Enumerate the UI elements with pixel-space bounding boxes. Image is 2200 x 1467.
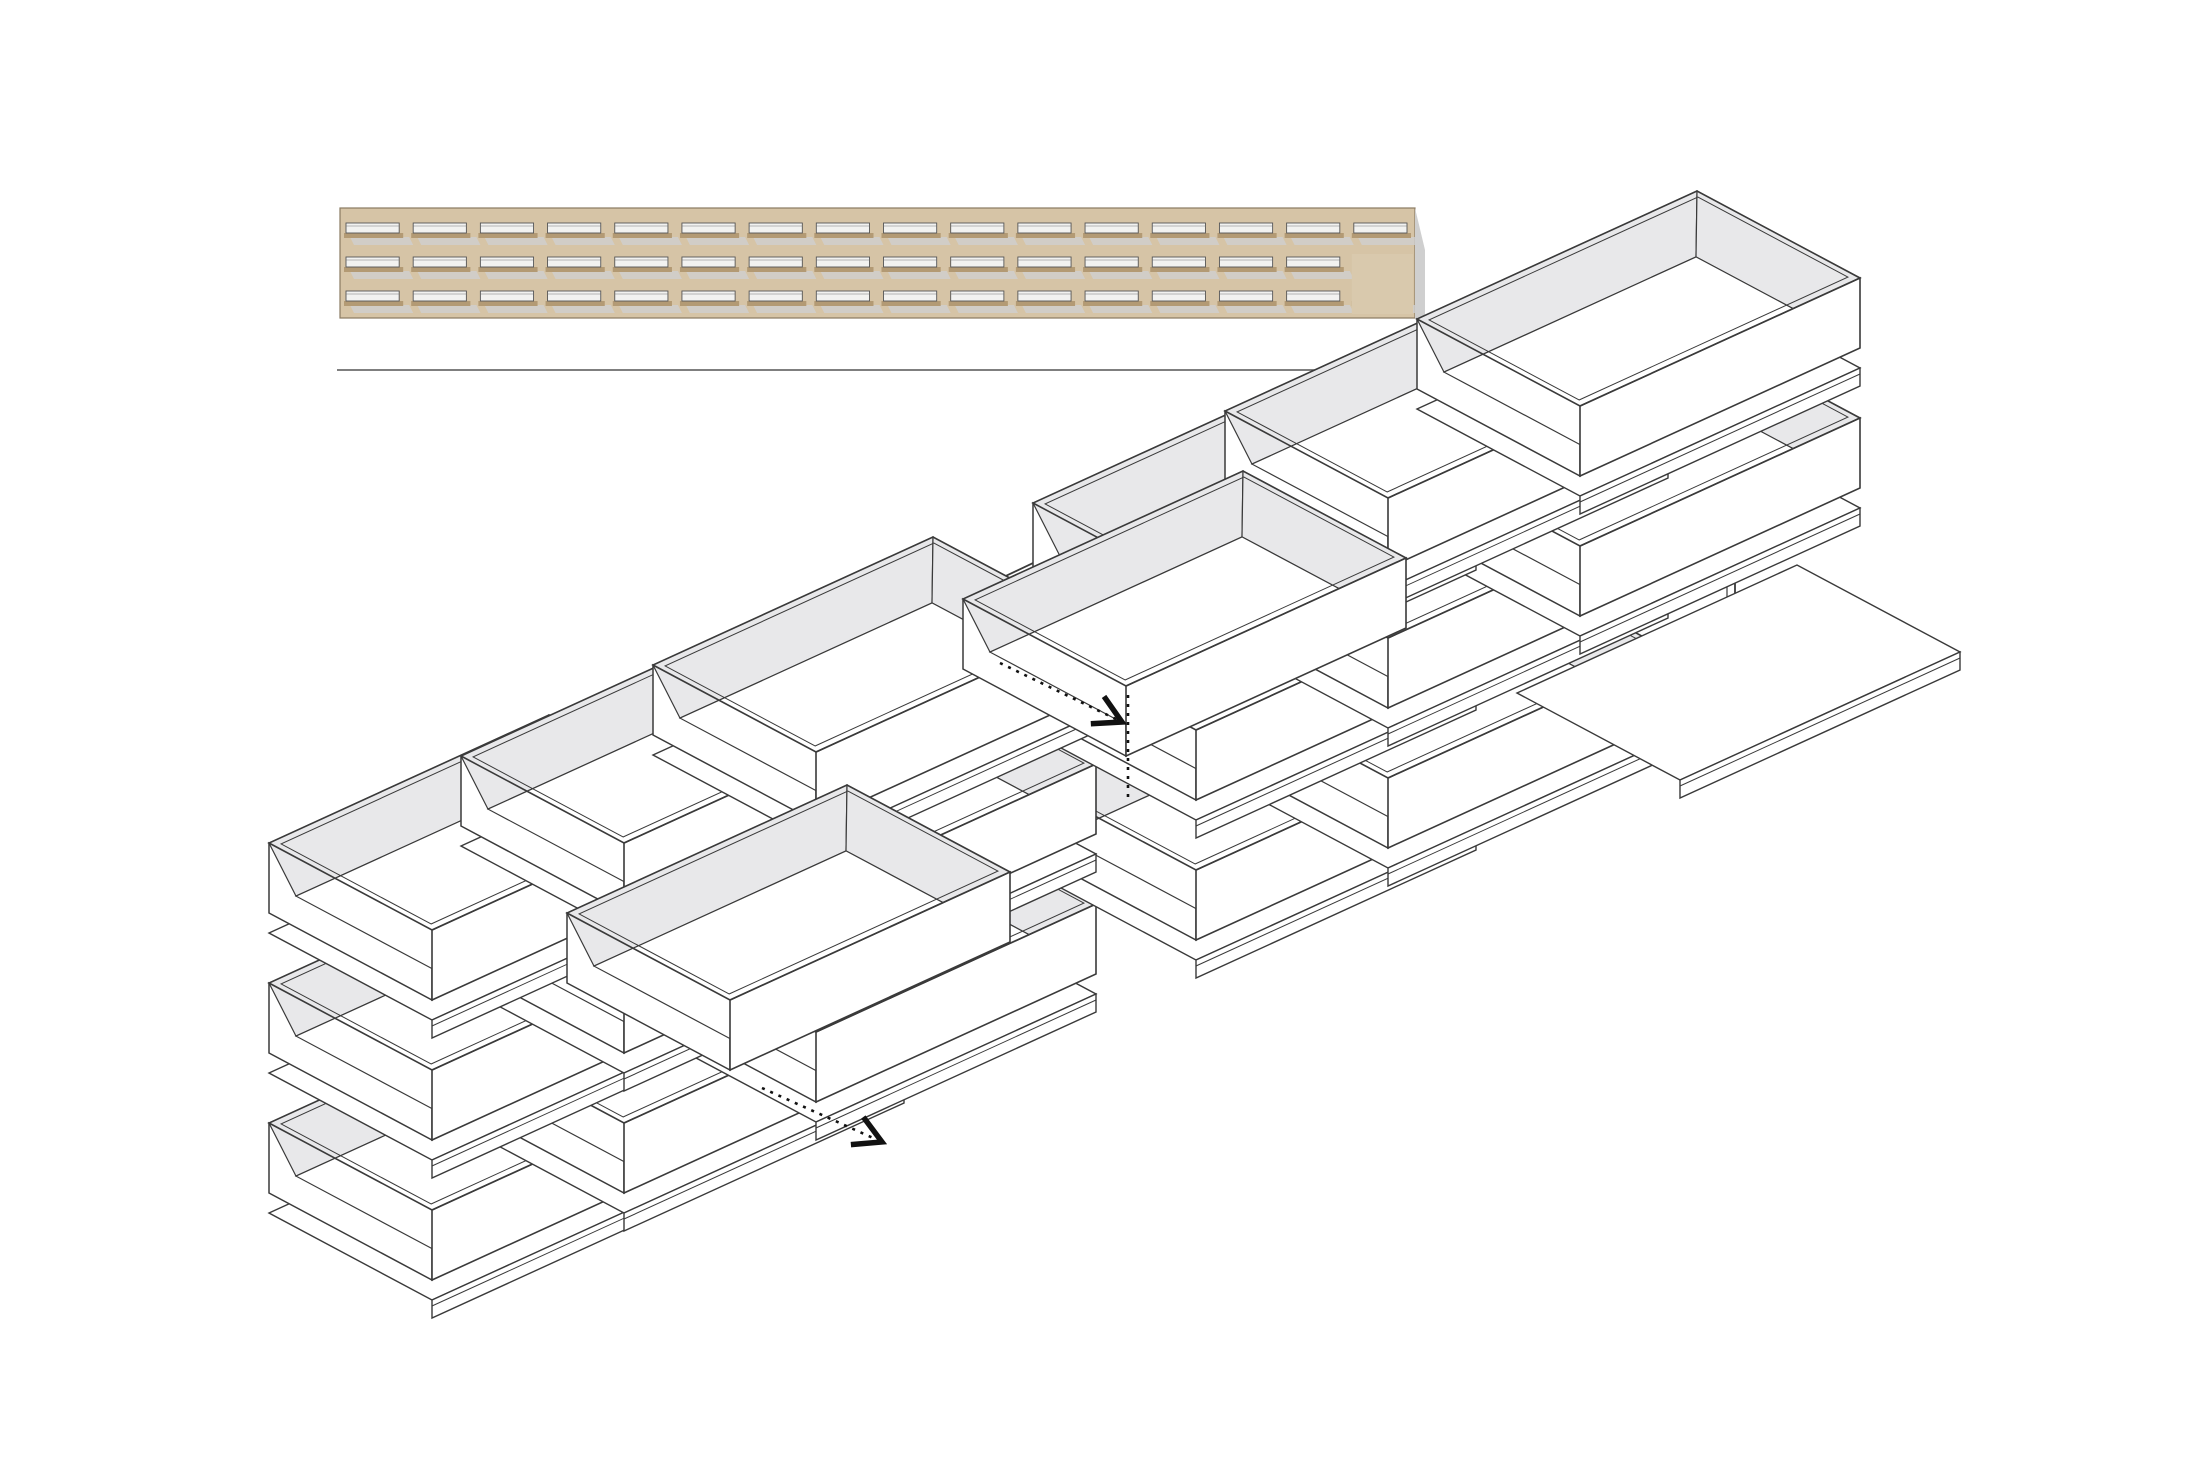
elevation-drawer	[679, 222, 750, 245]
elevation-drawer	[344, 256, 414, 279]
elevation-drawer	[881, 256, 951, 279]
elevation-drawer	[1217, 222, 1287, 245]
elevation-drawer	[1083, 290, 1153, 313]
elevation-drawer	[948, 290, 1018, 313]
elevation-drawer	[1351, 222, 1421, 245]
elevation-drawer	[478, 222, 548, 245]
elevation-drawer	[411, 290, 481, 313]
elevation-niche	[1351, 254, 1413, 314]
elevation-drawer	[1150, 256, 1220, 279]
elevation-drawer	[814, 256, 884, 279]
elevation-drawer	[612, 222, 682, 245]
elevation-drawer	[1150, 222, 1220, 245]
arrows	[761, 661, 1130, 1148]
elevation-shadow	[1415, 208, 1425, 330]
elevation-drawer	[1217, 290, 1287, 313]
elevation-drawer	[545, 256, 615, 279]
elevation-drawer	[1284, 222, 1354, 245]
elevation-drawer	[344, 222, 414, 245]
elevation-drawer	[411, 256, 481, 279]
elevation-drawer	[814, 290, 884, 313]
empty-shelf-right	[1515, 564, 1962, 800]
elevation-drawer	[679, 290, 750, 313]
elevation-drawer	[612, 256, 682, 279]
elevation-drawer	[478, 290, 548, 313]
pulled-out-drawer-lower[interactable]	[565, 784, 1012, 1072]
elevation-drawer	[545, 222, 615, 245]
elevation-strip	[339, 207, 1425, 330]
elevation-drawer	[679, 256, 750, 279]
dotted-arrow-icon	[761, 1086, 888, 1148]
drawer-grid	[267, 190, 1962, 1320]
elevation-drawer	[747, 256, 817, 279]
elevation-drawer	[747, 290, 817, 313]
elevation-drawer	[1083, 222, 1153, 245]
pulled-out-drawer-upper[interactable]	[961, 470, 1408, 758]
drawer-c6-r1[interactable]	[1415, 190, 1862, 478]
elevation-drawer	[411, 222, 481, 245]
elevation-drawer	[1015, 222, 1086, 245]
elevation-drawer	[612, 290, 682, 313]
elevation-drawer	[881, 222, 951, 245]
elevation-drawer	[948, 256, 1018, 279]
elevation-drawer	[1150, 290, 1220, 313]
elevation-drawer	[747, 222, 817, 245]
elevation-drawer	[881, 290, 951, 313]
elevation-drawer	[1284, 256, 1354, 279]
elevation-drawer	[948, 222, 1018, 245]
elevation-drawer	[1217, 256, 1287, 279]
elevation-drawer	[814, 222, 884, 245]
elevation-drawer	[478, 256, 548, 279]
elevation-drawer	[1015, 290, 1086, 313]
elevation-drawer	[1015, 256, 1086, 279]
elevation-drawer	[545, 290, 615, 313]
elevation-drawer	[1284, 290, 1354, 313]
elevation-drawer	[1083, 256, 1153, 279]
elevation-drawer	[344, 290, 414, 313]
